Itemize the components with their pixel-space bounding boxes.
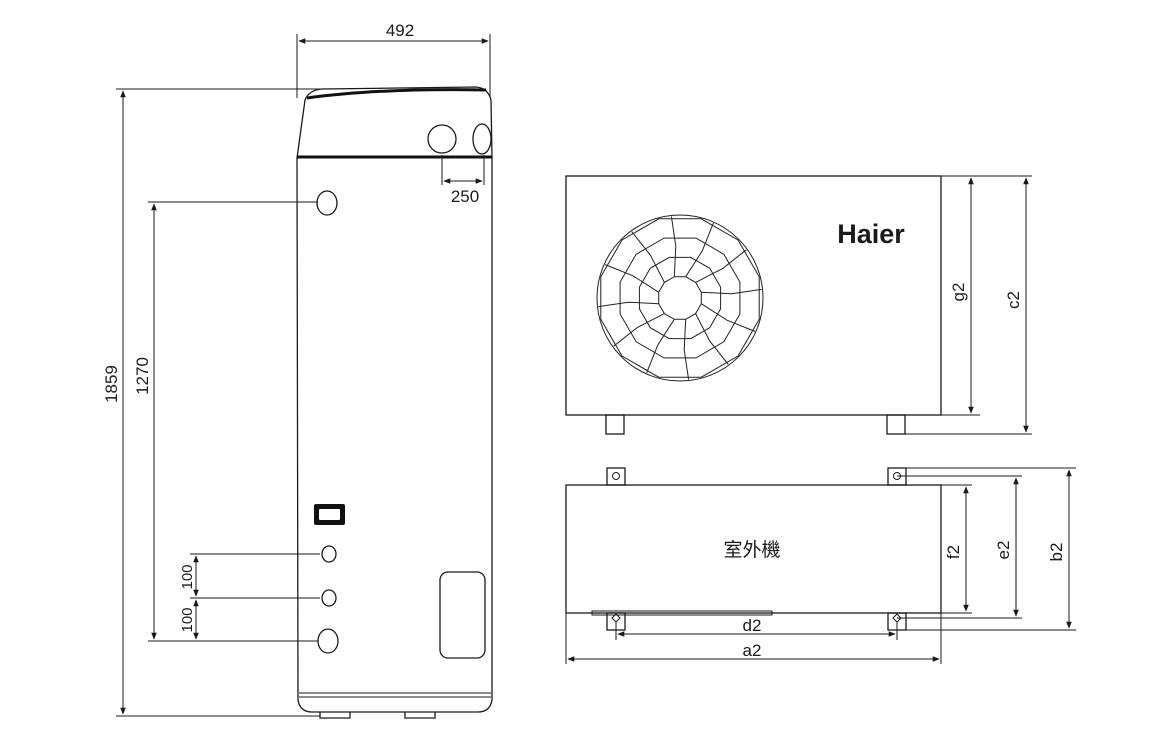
tank-upper-port [316, 190, 338, 216]
dim-a2-label: a2 [743, 641, 762, 660]
fan-spoke [695, 249, 747, 283]
fan-spoke [695, 313, 729, 365]
dim-height-label: 1859 [102, 365, 121, 403]
fan-guard-icon [596, 214, 764, 382]
fan-spoke [604, 264, 659, 293]
fan-spoke [683, 319, 690, 380]
dim-g2-label: g2 [949, 283, 968, 302]
dim-c2-label: c2 [1004, 291, 1023, 309]
tank-port-3 [317, 628, 339, 654]
brand-logo: Haier [837, 219, 905, 249]
outdoor-unit-front: Haier [565, 175, 942, 435]
fan-spoke [613, 313, 665, 347]
water-tank [296, 86, 493, 719]
dim-inlet-height-label: 1270 [133, 357, 152, 395]
tank-dimensions: 492 1859 1270 250 100 100 [102, 21, 491, 717]
fan-spoke [646, 319, 675, 374]
fan-spoke [631, 231, 665, 283]
tank-access-panel [439, 571, 486, 659]
dim-width-label: 492 [386, 21, 414, 40]
front-view-dimensions: g2 c2 [905, 175, 1032, 435]
dim-spacing-lower-label: 100 [179, 607, 196, 632]
dim-spacing-upper-label: 100 [179, 564, 196, 589]
dim-f2-label: f2 [944, 545, 963, 559]
dim-b2-label: b2 [1047, 543, 1066, 562]
dim-pipe-offset-label: 250 [451, 187, 479, 206]
outdoor-unit-top: 室外機 [565, 467, 942, 631]
fan-spoke [685, 222, 714, 277]
fan-spoke [701, 288, 762, 295]
tank-port-2 [321, 589, 337, 607]
dim-d2-label: d2 [743, 616, 762, 635]
fan-spoke [701, 303, 756, 332]
top-view-dimensions: f2 e2 b2 d2 a2 [565, 467, 1076, 664]
fan-spoke [670, 216, 677, 277]
tank-port-1 [321, 545, 337, 563]
dim-e2-label: e2 [994, 541, 1013, 560]
unit-name-label: 室外機 [723, 539, 780, 561]
fan-spoke [598, 301, 659, 308]
